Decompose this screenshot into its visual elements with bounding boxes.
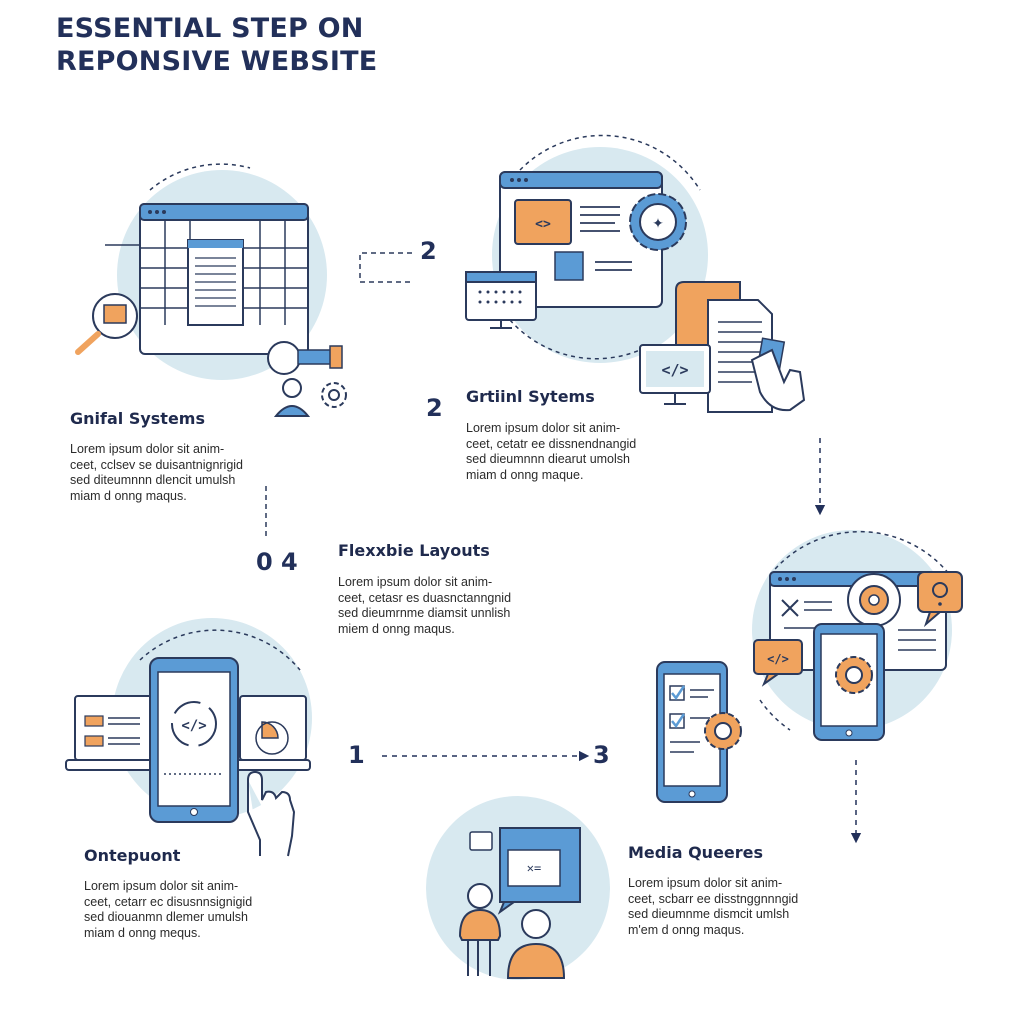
- document-icon: [675, 281, 773, 413]
- browser-grid-icon: [139, 203, 309, 355]
- gear-icon: ✦: [629, 193, 687, 251]
- chat-bubble-icon: [917, 571, 963, 628]
- step-4-body: Lorem ipsum dolor sit anim- ceet, cetarr…: [84, 879, 253, 940]
- browser-window-icon: <>: [499, 171, 663, 308]
- step-3-body: Lorem ipsum dolor sit anim- ceet, cetasr…: [338, 575, 512, 636]
- page-title: ESSENTIAL STEP ON REPONSIVE WEBSITE: [56, 12, 377, 78]
- hand-pointer-icon: [247, 770, 296, 857]
- svg-text:✕=: ✕=: [527, 861, 541, 875]
- step-4-heading: Ontepuont: [84, 846, 181, 865]
- monitor-icon: [465, 271, 537, 329]
- step-2-illustration: <> ✦ </>: [465, 134, 806, 413]
- step-2-heading: Grtiinl Sytems: [466, 387, 595, 406]
- smartphone-icon: </>: [149, 657, 239, 823]
- laptop-icon: [65, 695, 311, 771]
- step-1-heading: Gnifal Systems: [70, 409, 205, 428]
- step-4-illustration: </>: [65, 618, 312, 857]
- step-number-1: 1: [348, 741, 365, 769]
- team-illustration: ✕=: [426, 796, 610, 980]
- step-5-body: Lorem ipsum dolor sit anim- ceet, scbarr…: [628, 876, 799, 937]
- chat-bubble-icon: ✕=: [469, 827, 581, 915]
- connector-bracket: [359, 252, 412, 283]
- step-number-2-top: 2: [420, 237, 437, 265]
- svg-text:<>: <>: [535, 217, 551, 232]
- person-icon: [506, 909, 566, 979]
- step-number-3: 3: [593, 741, 610, 769]
- title-line-1: ESSENTIAL STEP ON: [56, 13, 364, 44]
- step-number-2-mid: 2: [426, 394, 443, 422]
- step-2-body: Lorem ipsum dolor sit anim- ceet, cetatr…: [466, 421, 637, 482]
- person-icon: [273, 378, 311, 417]
- checklist-icon: [669, 685, 714, 753]
- person-icon: [458, 883, 502, 976]
- wrench-icon: [267, 341, 343, 375]
- title-line-2: REPONSIVE WEBSITE: [56, 46, 378, 77]
- svg-text:</>: </>: [767, 652, 789, 666]
- step-5-heading: Media Queeres: [628, 843, 764, 862]
- svg-text:</>: </>: [661, 361, 688, 379]
- code-tag-icon: </>: [753, 639, 803, 687]
- step-1-illustration: [75, 163, 347, 417]
- step-3-heading: Flexxbie Layouts: [338, 541, 490, 560]
- gear-icon: [321, 382, 347, 408]
- code-tag-icon: </>: [639, 344, 711, 405]
- gear-icon: [704, 712, 742, 750]
- smartphone-icon: [813, 623, 885, 741]
- step-1-body: Lorem ipsum dolor sit anim- ceet, cclsev…: [70, 442, 244, 503]
- hand-pointer-icon: [750, 337, 806, 412]
- target-icon: [847, 573, 901, 627]
- checklist-phone-illustration: [656, 661, 742, 803]
- svg-text:✦: ✦: [652, 216, 664, 232]
- step-number-04: 0 4: [256, 548, 298, 576]
- svg-text:</>: </>: [181, 718, 206, 734]
- magnifier-icon: [75, 293, 138, 355]
- step-5-illustration: </>: [752, 530, 963, 741]
